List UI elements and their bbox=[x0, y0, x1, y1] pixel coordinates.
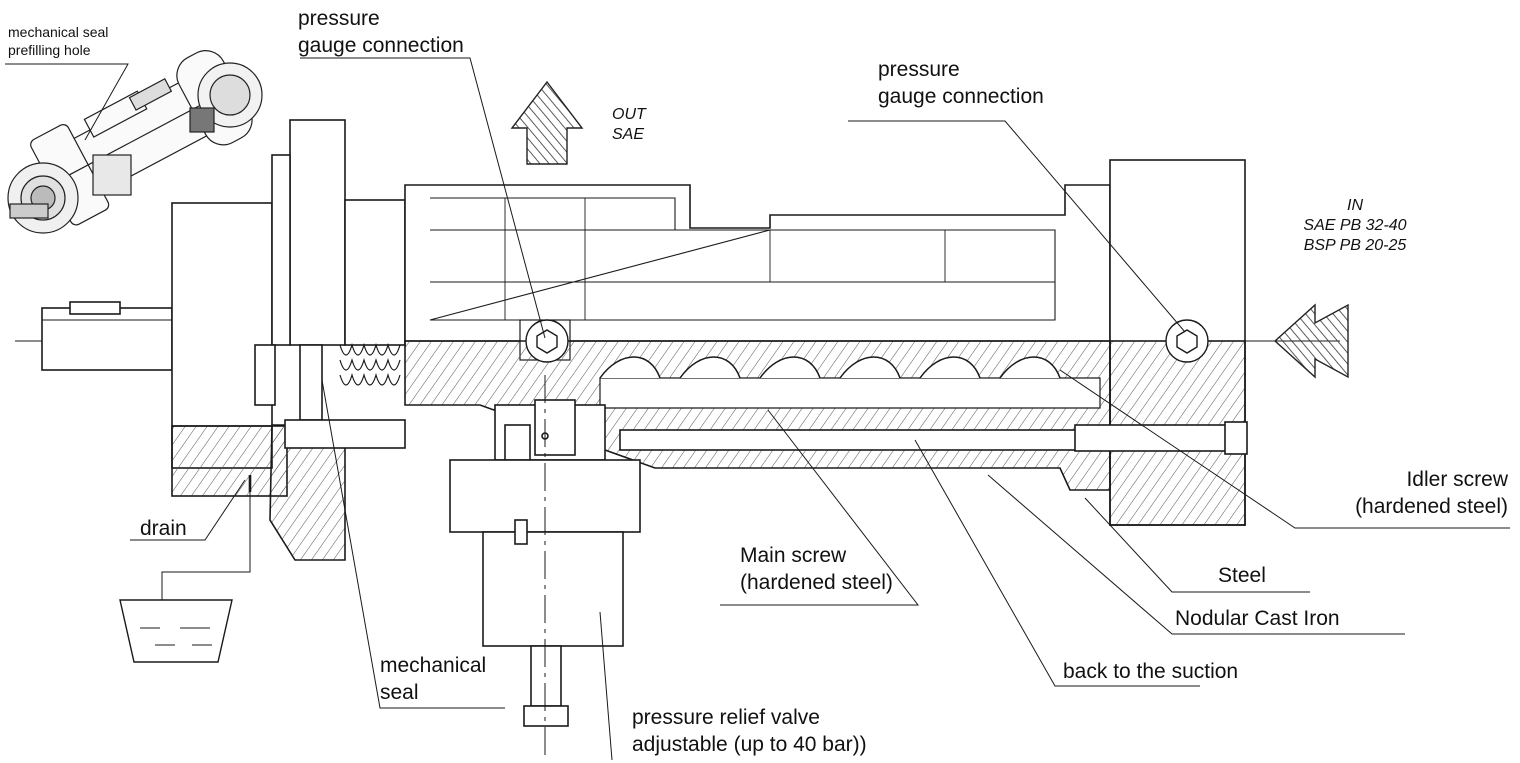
leader-lines bbox=[5, 57, 1510, 761]
label-steel: Steel bbox=[1218, 564, 1266, 587]
label-in: IN bbox=[1347, 197, 1363, 214]
label-mechanical-seal-line2: seal bbox=[380, 681, 419, 704]
label-in-sae: SAE PB 32-40 bbox=[1303, 217, 1407, 234]
label-idler-screw: Idler screw (hardened steel) bbox=[1300, 466, 1508, 520]
label-idler-screw-line2: (hardened steel) bbox=[1355, 495, 1508, 518]
label-pressure-relief-valve-line2: adjustable (up to 40 bar)) bbox=[632, 733, 867, 756]
label-sae: SAE bbox=[612, 126, 645, 143]
label-main-screw: Main screw (hardened steel) bbox=[740, 542, 893, 596]
label-main-screw-line1: Main screw bbox=[740, 544, 847, 567]
label-nodular-cast-iron: Nodular Cast Iron bbox=[1175, 607, 1340, 630]
label-mechanical-seal-line1: mechanical bbox=[380, 654, 487, 677]
label-out-sae: OUT SAE bbox=[612, 105, 646, 145]
flow-arrows bbox=[510, 80, 1349, 379]
pump-thumbnail bbox=[7, 50, 263, 234]
label-pressure-gauge-left-line1: pressure bbox=[298, 7, 380, 30]
gauge-connector-icons bbox=[525, 319, 1209, 363]
label-main-screw-line2: (hardened steel) bbox=[740, 571, 893, 594]
label-pressure-gauge-right-line1: pressure bbox=[878, 58, 960, 81]
label-idler-screw-line1: Idler screw bbox=[1406, 468, 1508, 491]
label-drain: drain bbox=[140, 517, 187, 540]
label-pressure-gauge-left: pressure gauge connection bbox=[298, 5, 464, 59]
label-mech-seal-hole: mechanical seal prefilling hole bbox=[8, 23, 108, 59]
drain-container bbox=[119, 475, 252, 663]
label-mech-seal-hole-line1: mechanical seal bbox=[8, 24, 109, 40]
pump-body bbox=[15, 119, 1340, 758]
label-mechanical-seal: mechanical seal bbox=[380, 652, 486, 706]
out-arrow-icon bbox=[510, 80, 584, 165]
label-pressure-gauge-left-line2: gauge connection bbox=[298, 34, 464, 57]
label-in-bsp: BSP PB 20-25 bbox=[1303, 237, 1407, 254]
label-pressure-relief-valve: pressure relief valve adjustable (up to … bbox=[632, 704, 867, 758]
label-pressure-gauge-right: pressure gauge connection bbox=[878, 56, 1044, 110]
label-out: OUT bbox=[612, 106, 646, 123]
in-arrow-icon bbox=[1273, 303, 1349, 379]
label-in-port: IN SAE PB 32-40 BSP PB 20-25 bbox=[1280, 196, 1430, 256]
label-mech-seal-hole-line2: prefilling hole bbox=[8, 42, 91, 58]
label-back-to-suction: back to the suction bbox=[1063, 660, 1239, 683]
label-pressure-gauge-right-line2: gauge connection bbox=[878, 85, 1044, 108]
label-pressure-relief-valve-line1: pressure relief valve bbox=[632, 706, 820, 729]
